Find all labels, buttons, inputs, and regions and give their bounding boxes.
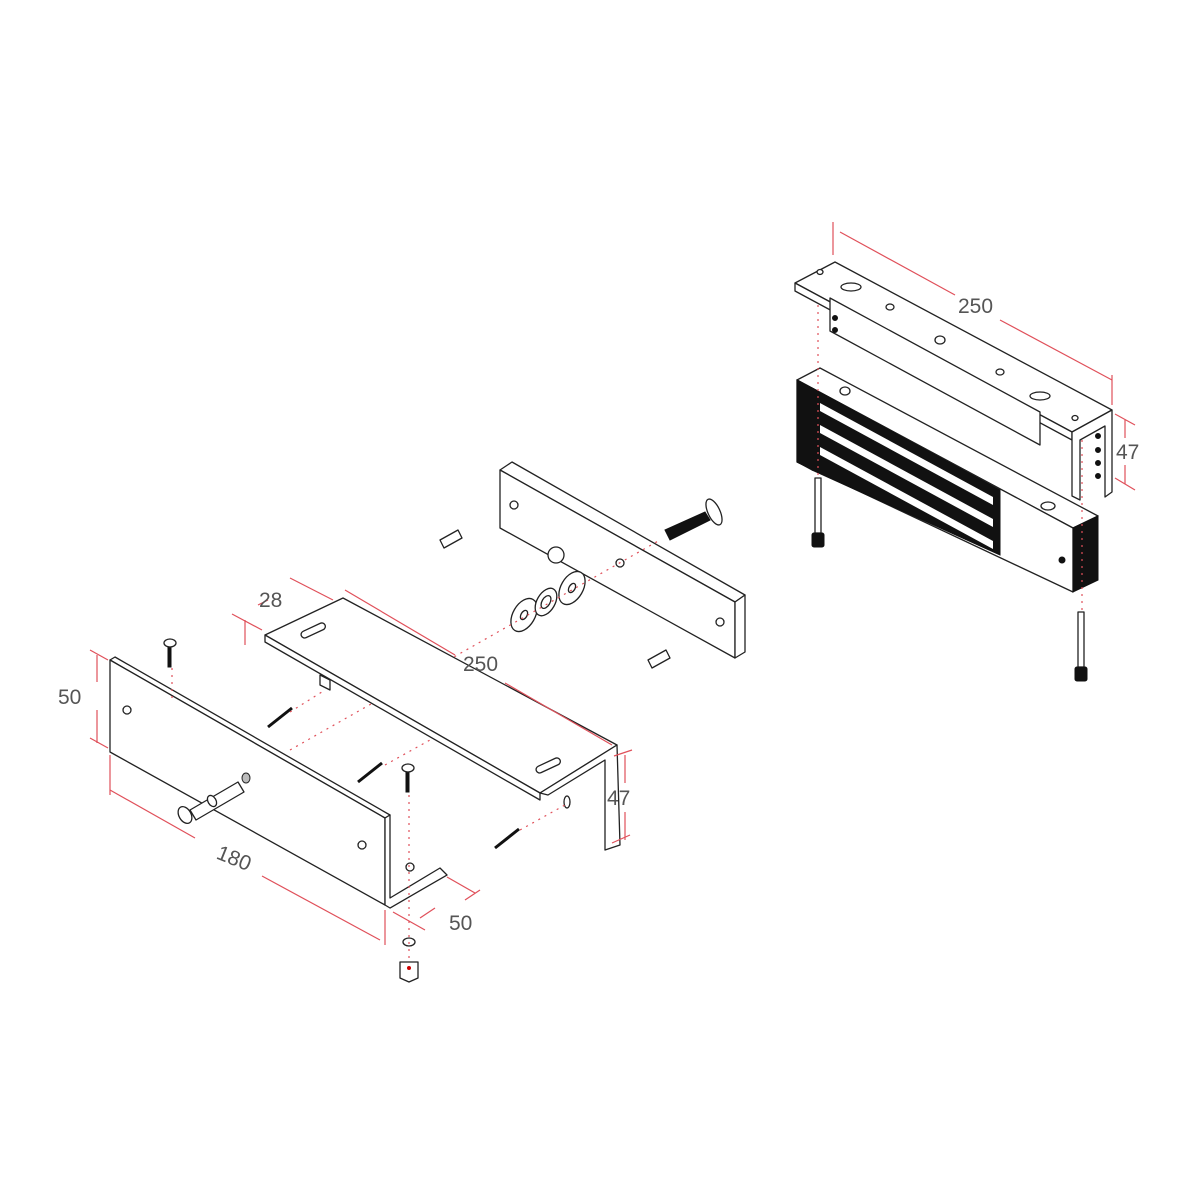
l-bracket-height-label: 50	[58, 686, 81, 709]
magnet-bolt-left	[811, 477, 825, 548]
alignment-line	[289, 689, 326, 713]
screws	[163, 638, 520, 850]
electromagnet-body	[796, 367, 1099, 593]
alignment-line	[289, 539, 661, 751]
guide-pin-top	[439, 529, 463, 549]
l-bracket-pin	[177, 772, 251, 825]
z-bracket-width-label: 28	[259, 589, 282, 612]
alignment-line	[519, 804, 566, 831]
l-bracket-length-label: 180	[213, 841, 254, 875]
washers	[510, 570, 586, 633]
z-bracket	[264, 597, 621, 851]
magnet-mounting-bracket	[794, 261, 1113, 501]
l-bracket-foot-label: 50	[449, 912, 472, 935]
alignment-line	[384, 739, 431, 766]
magnet-length-label: 250	[958, 295, 993, 318]
z-bracket-height-label: 47	[607, 787, 630, 810]
magnet-height-label: 47	[1116, 441, 1139, 464]
armature-plate	[499, 461, 746, 659]
magnet-bolt-right	[1074, 611, 1088, 682]
washer-and-nut	[399, 937, 419, 983]
armature-bolt	[664, 498, 723, 541]
dimension-lines	[89, 222, 1136, 945]
z-bracket-length-label: 250	[463, 653, 498, 676]
guide-pin-bottom	[647, 649, 671, 669]
